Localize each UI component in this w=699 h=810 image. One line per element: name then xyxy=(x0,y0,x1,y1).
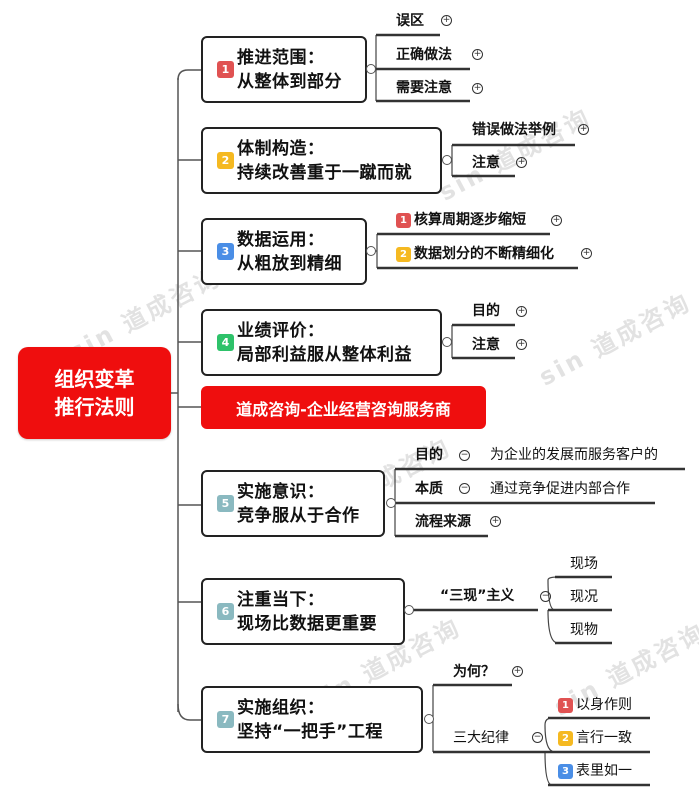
topic-6-title: 注重当下： xyxy=(237,589,325,610)
topic-6-item-2[interactable]: 现况 xyxy=(570,589,598,605)
topic-6-item-3[interactable]: 现物 xyxy=(570,622,598,638)
topic-2[interactable]: 2 体制构造： 持续改善重于一蹴而就 xyxy=(201,127,442,194)
topic-7-child-1[interactable]: 为何？ xyxy=(453,664,495,680)
topic-1-title: 推进范围： xyxy=(237,47,325,68)
topic-5-child-3[interactable]: 流程来源 xyxy=(415,514,471,530)
expand-icon[interactable]: + xyxy=(578,124,589,135)
badge-1: 1 xyxy=(396,213,411,228)
topic-2-child-1[interactable]: 错误做法举例 xyxy=(472,122,556,138)
badge-3: 3 xyxy=(217,243,234,260)
topic-3-title: 数据运用： xyxy=(237,229,325,250)
topic-1-child-1[interactable]: 误区 xyxy=(396,13,424,29)
topic-4-child-2[interactable]: 注意 xyxy=(472,337,500,353)
collapse-toggle[interactable] xyxy=(404,605,414,615)
topic-6[interactable]: 6 注重当下： 现场比数据更重要 xyxy=(201,578,405,645)
watermark: sin 道成咨询 xyxy=(534,287,696,392)
badge-2: 2 xyxy=(558,731,573,746)
topic-7-title: 实施组织： xyxy=(237,697,325,718)
topic-5-child-2-detail[interactable]: 通过竞争促进内部合作 xyxy=(490,481,630,497)
root-line-1: 组织变革 xyxy=(54,367,135,391)
topic-2-title: 体制构造： xyxy=(237,138,325,159)
topic-5-title: 实施意识： xyxy=(237,481,325,502)
badge-5: 5 xyxy=(217,495,234,512)
topic-3[interactable]: 3 数据运用： 从粗放到精细 xyxy=(201,218,367,285)
collapse-icon[interactable]: − xyxy=(459,450,470,461)
badge-6: 6 xyxy=(217,603,234,620)
root-topic[interactable]: 组织变革 推行法则 xyxy=(18,347,171,439)
expand-icon[interactable]: + xyxy=(512,666,523,677)
topic-2-subtitle: 持续改善重于一蹴而就 xyxy=(237,162,412,183)
topic-1-child-2[interactable]: 正确做法 xyxy=(396,47,452,63)
topic-4-subtitle: 局部利益服从整体利益 xyxy=(237,344,412,365)
collapse-icon[interactable]: − xyxy=(532,732,543,743)
badge-4: 4 xyxy=(217,334,234,351)
topic-6-child-1[interactable]: “三现”主义 xyxy=(440,588,515,604)
badge-7: 7 xyxy=(217,711,234,728)
topic-5-subtitle: 竞争服从于合作 xyxy=(237,505,360,526)
badge-1: 1 xyxy=(217,61,234,78)
collapse-toggle[interactable] xyxy=(386,498,396,508)
expand-icon[interactable]: + xyxy=(516,339,527,350)
collapse-icon[interactable]: − xyxy=(540,591,551,602)
topic-5[interactable]: 5 实施意识： 竞争服从于合作 xyxy=(201,470,385,537)
company-banner[interactable]: 道成咨询-企业经营咨询服务商 xyxy=(201,386,486,429)
badge-2: 2 xyxy=(396,247,411,262)
collapse-toggle[interactable] xyxy=(424,714,434,724)
topic-1[interactable]: 1 推进范围： 从整体到部分 xyxy=(201,36,367,103)
topic-7[interactable]: 7 实施组织： 坚持“一把手”工程 xyxy=(201,686,423,753)
watermark: sin 道成咨询 xyxy=(434,102,596,207)
collapse-toggle[interactable] xyxy=(366,64,376,74)
topic-6-subtitle: 现场比数据更重要 xyxy=(237,613,377,634)
expand-icon[interactable]: + xyxy=(472,49,483,60)
topic-1-subtitle: 从整体到部分 xyxy=(237,71,342,92)
expand-icon[interactable]: + xyxy=(581,248,592,259)
expand-icon[interactable]: + xyxy=(472,83,483,94)
badge-2: 2 xyxy=(217,152,234,169)
expand-icon[interactable]: + xyxy=(441,15,452,26)
expand-icon[interactable]: + xyxy=(516,157,527,168)
badge-1: 1 xyxy=(558,698,573,713)
topic-5-child-1-detail[interactable]: 为企业的发展而服务客户的 xyxy=(490,447,658,463)
topic-7-subtitle: 坚持“一把手”工程 xyxy=(237,721,383,742)
root-line-2: 推行法则 xyxy=(54,395,135,419)
topic-5-child-1[interactable]: 目的 xyxy=(415,447,443,463)
topic-3-subtitle: 从粗放到精细 xyxy=(237,253,342,274)
topic-4-title: 业绩评价： xyxy=(237,320,325,341)
topic-6-item-1[interactable]: 现场 xyxy=(570,556,598,572)
collapse-icon[interactable]: − xyxy=(459,483,470,494)
expand-icon[interactable]: + xyxy=(516,306,527,317)
collapse-toggle[interactable] xyxy=(442,337,452,347)
expand-icon[interactable]: + xyxy=(490,516,501,527)
topic-2-child-2[interactable]: 注意 xyxy=(472,155,500,171)
topic-4[interactable]: 4 业绩评价： 局部利益服从整体利益 xyxy=(201,309,442,376)
topic-5-child-2[interactable]: 本质 xyxy=(415,481,443,497)
badge-3: 3 xyxy=(558,764,573,779)
collapse-toggle[interactable] xyxy=(442,155,452,165)
topic-1-child-3[interactable]: 需要注意 xyxy=(396,80,452,96)
expand-icon[interactable]: + xyxy=(551,215,562,226)
topic-4-child-1[interactable]: 目的 xyxy=(472,303,500,319)
topic-7-child-2[interactable]: 三大纪律 xyxy=(453,730,509,746)
collapse-toggle[interactable] xyxy=(366,246,376,256)
